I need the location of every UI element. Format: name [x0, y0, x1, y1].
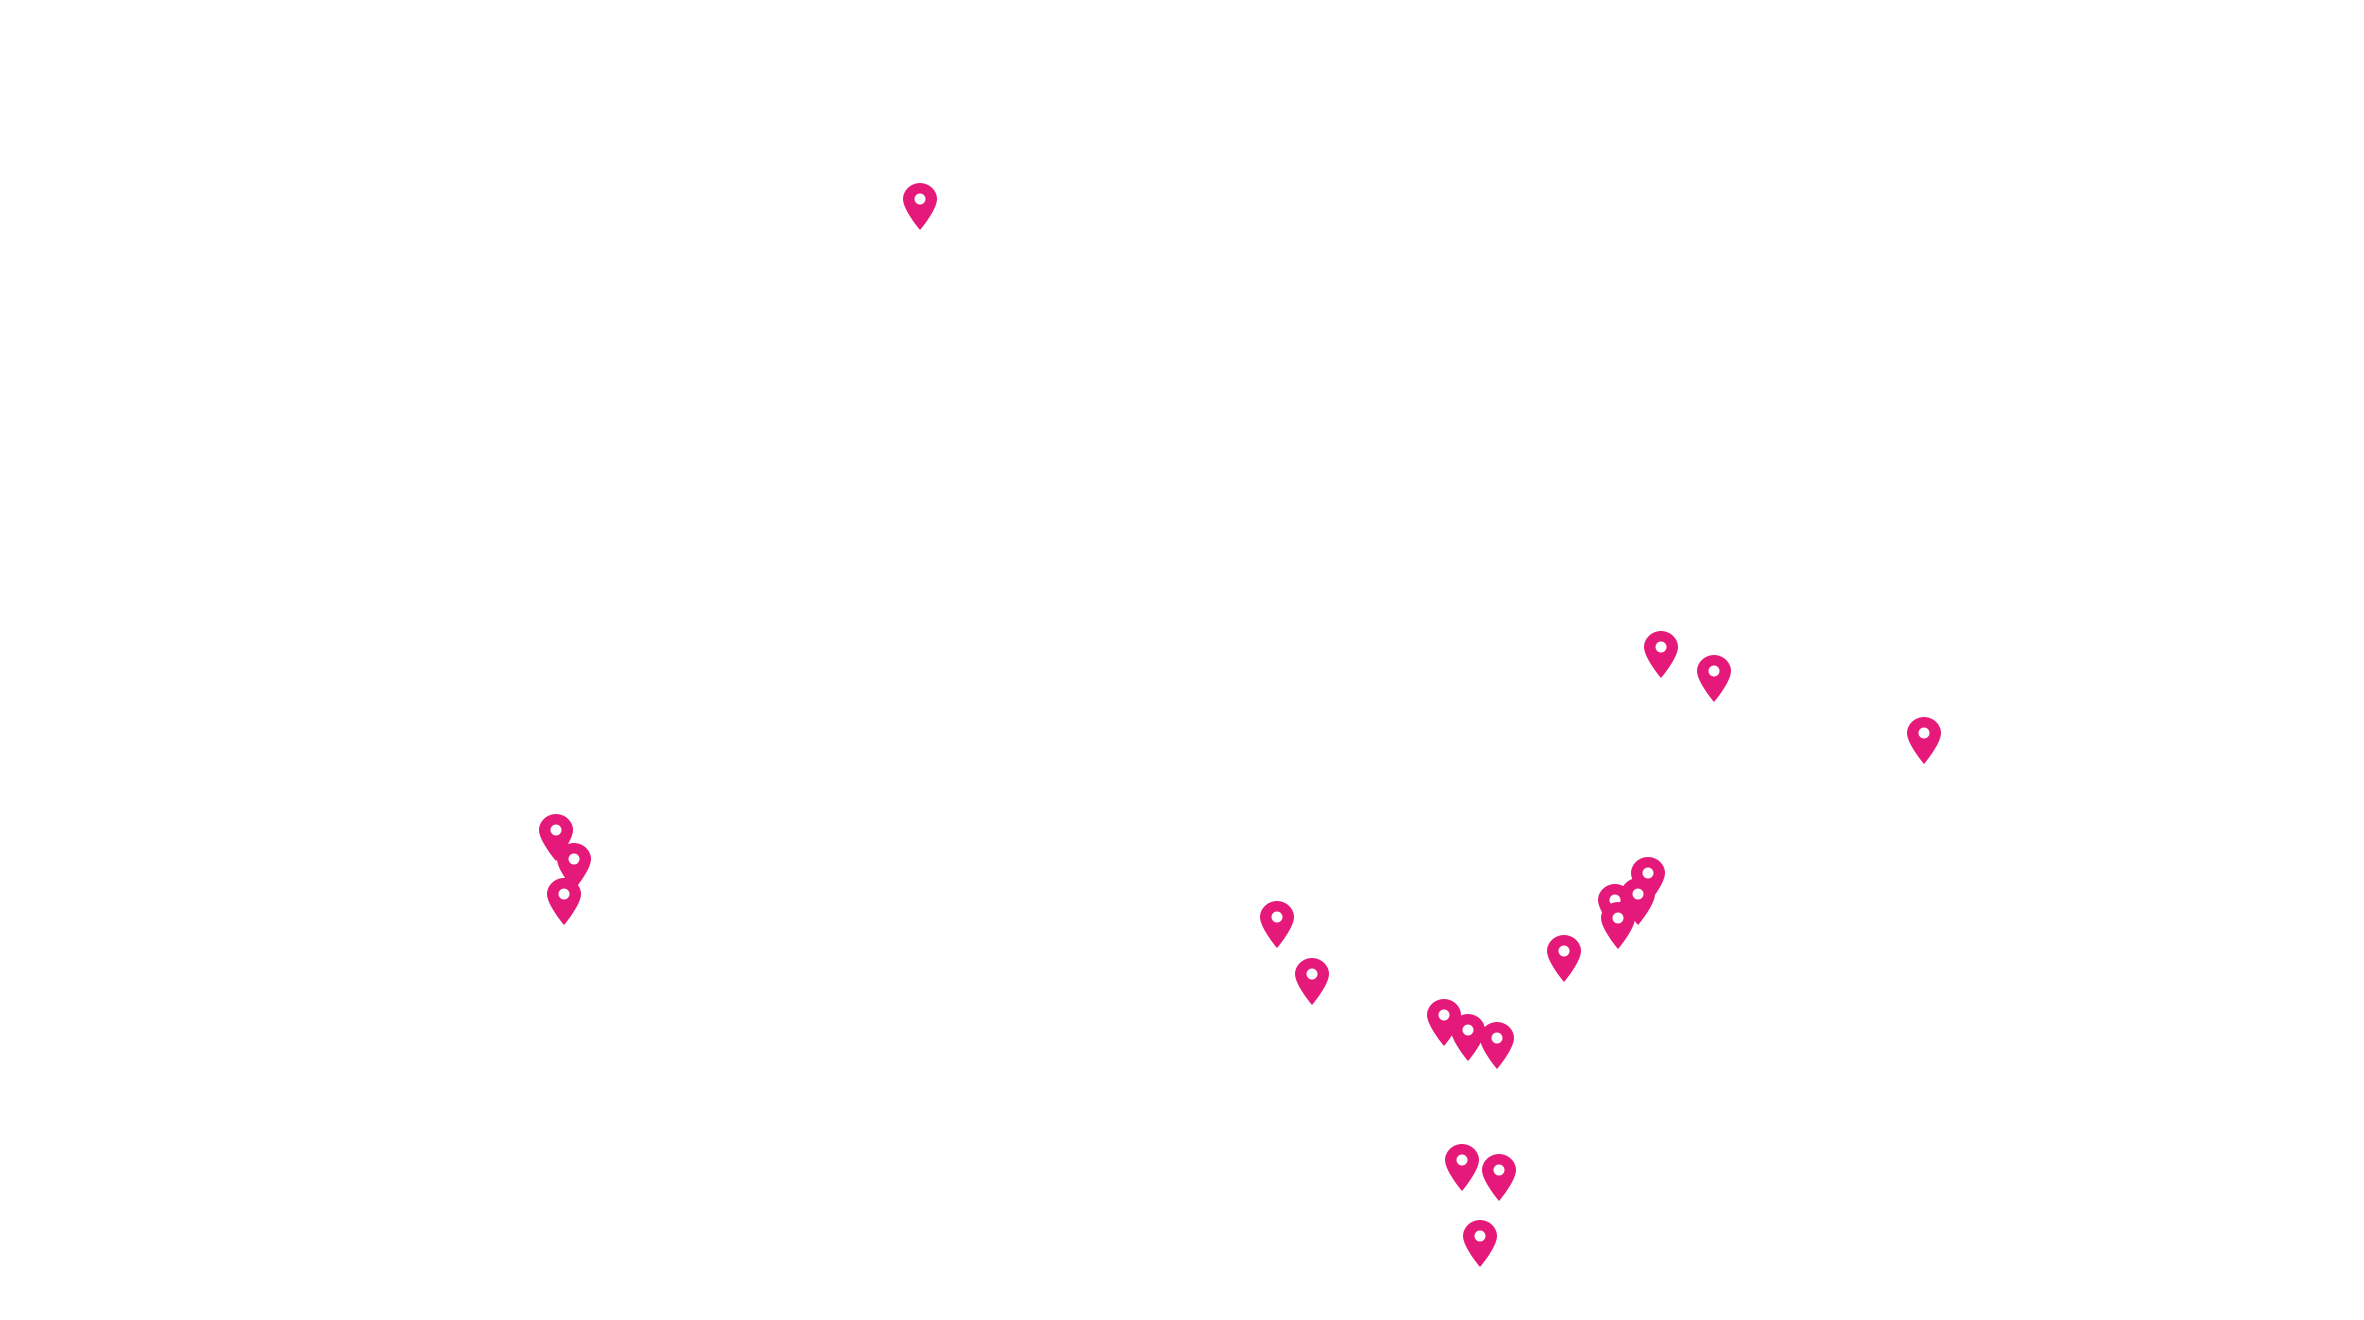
map-marker[interactable]: [1444, 1143, 1480, 1193]
map-pin-icon: [1480, 1022, 1514, 1069]
map-pin-icon: [1463, 1220, 1497, 1267]
map-pin-icon: [1482, 1154, 1516, 1201]
map-pin-icon: [1601, 902, 1635, 949]
map-marker[interactable]: [1643, 630, 1679, 680]
map-pin-icon: [1907, 717, 1941, 764]
map-marker[interactable]: [1600, 901, 1636, 951]
map-pin-icon: [547, 878, 581, 925]
map-pin-icon: [1697, 655, 1731, 702]
map-marker[interactable]: [1546, 934, 1582, 984]
map-marker[interactable]: [1696, 654, 1732, 704]
map-pin-icon: [1547, 935, 1581, 982]
map-pin-icon: [1644, 631, 1678, 678]
map-pin-icon: [1260, 901, 1294, 948]
map-marker[interactable]: [1906, 716, 1942, 766]
map-marker[interactable]: [1450, 1013, 1486, 1063]
map-marker[interactable]: [1259, 900, 1295, 950]
map-marker[interactable]: [902, 182, 938, 232]
map-marker[interactable]: [1462, 1219, 1498, 1269]
map-pin-icon: [1295, 958, 1329, 1005]
map-marker[interactable]: [546, 877, 582, 927]
map-marker[interactable]: [1294, 957, 1330, 1007]
map-pin-icon: [903, 183, 937, 230]
map-marker[interactable]: [1479, 1021, 1515, 1071]
map-pin-icon: [1445, 1144, 1479, 1191]
map-marker[interactable]: [1481, 1153, 1517, 1203]
map-pin-icon: [1451, 1014, 1485, 1061]
